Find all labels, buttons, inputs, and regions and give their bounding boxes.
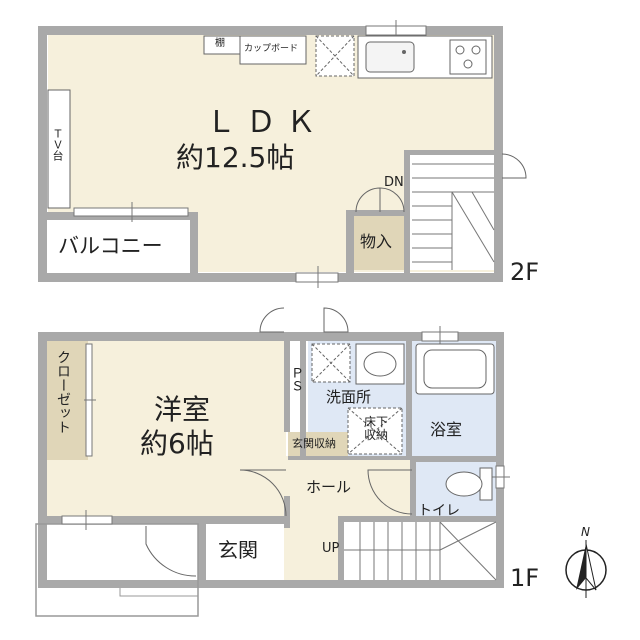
stairs-down-label: DN bbox=[384, 175, 404, 190]
porch-outline bbox=[35, 523, 199, 617]
staircase-2f bbox=[412, 163, 495, 270]
washbasin-icon bbox=[355, 343, 405, 385]
toilet-icon bbox=[445, 467, 493, 501]
stairs-up-label: UP bbox=[322, 541, 340, 556]
window-1f-bath bbox=[421, 326, 459, 346]
washing-machine-space bbox=[311, 343, 351, 383]
window-2f-balcony bbox=[73, 202, 189, 222]
floor-label-1f: 1F bbox=[510, 564, 540, 592]
closet-floor bbox=[46, 340, 88, 460]
closet-label: クローゼット bbox=[55, 350, 71, 434]
floor-1f bbox=[35, 307, 607, 617]
door-1f-top-left bbox=[259, 307, 285, 333]
door-1f-top-right bbox=[323, 307, 349, 333]
entrance-storage-floor bbox=[288, 432, 348, 456]
window-1f-toilet bbox=[490, 465, 510, 489]
underfloor-storage-label: 床下 収納 bbox=[363, 415, 388, 443]
storage-door bbox=[355, 187, 405, 213]
bathtub-icon bbox=[415, 343, 495, 395]
tv-stand bbox=[47, 89, 71, 209]
washroom-label: 洗面所 bbox=[326, 388, 372, 406]
toilet-label: トイレ bbox=[418, 503, 460, 519]
stair-area-1f bbox=[344, 520, 496, 582]
compass-north-label: N bbox=[581, 525, 590, 539]
western-room-size: 約6帖 bbox=[140, 427, 214, 460]
storage-label: 物入 bbox=[360, 232, 393, 251]
north-arrow-icon bbox=[565, 540, 607, 598]
cupboard-label: カップボード bbox=[244, 44, 299, 54]
window-2f-bottom bbox=[295, 266, 339, 288]
bathroom-label: 浴室 bbox=[430, 420, 463, 439]
cupboard bbox=[239, 35, 307, 65]
floor-2f bbox=[38, 20, 527, 288]
refrigerator-space bbox=[315, 35, 355, 77]
staircase-1f bbox=[344, 521, 497, 581]
ldk-name: ＬＤＫ bbox=[206, 105, 326, 140]
window-1f-room bbox=[61, 510, 113, 530]
hall-label: ホール bbox=[306, 478, 352, 496]
interior-doors-1f bbox=[145, 469, 413, 577]
sink-icon bbox=[365, 41, 415, 73]
balcony-floor bbox=[44, 220, 194, 276]
kitchen-counter bbox=[357, 35, 493, 79]
entrance-label: 玄関 bbox=[218, 538, 258, 562]
walls-1f bbox=[38, 332, 504, 588]
tv-stand-label: ＴＶ台 bbox=[51, 128, 64, 161]
floor-label-2f: 2F bbox=[510, 258, 540, 286]
storage-floor bbox=[352, 216, 406, 270]
ps-label: ＰＳ bbox=[288, 366, 303, 392]
balcony-label: バルコニー bbox=[58, 234, 163, 258]
entrance-floor bbox=[206, 528, 284, 580]
stove-icon bbox=[449, 39, 487, 75]
ldk-size: 約12.5帖 bbox=[176, 141, 295, 174]
closet bbox=[84, 343, 96, 457]
door-2f-stairs bbox=[501, 153, 527, 179]
western-room-name: 洋室 bbox=[154, 393, 211, 426]
underfloor-storage-box bbox=[347, 407, 403, 455]
entrance-storage-label: 玄関収納 bbox=[292, 437, 336, 450]
shelf-label: 棚 bbox=[215, 38, 225, 49]
